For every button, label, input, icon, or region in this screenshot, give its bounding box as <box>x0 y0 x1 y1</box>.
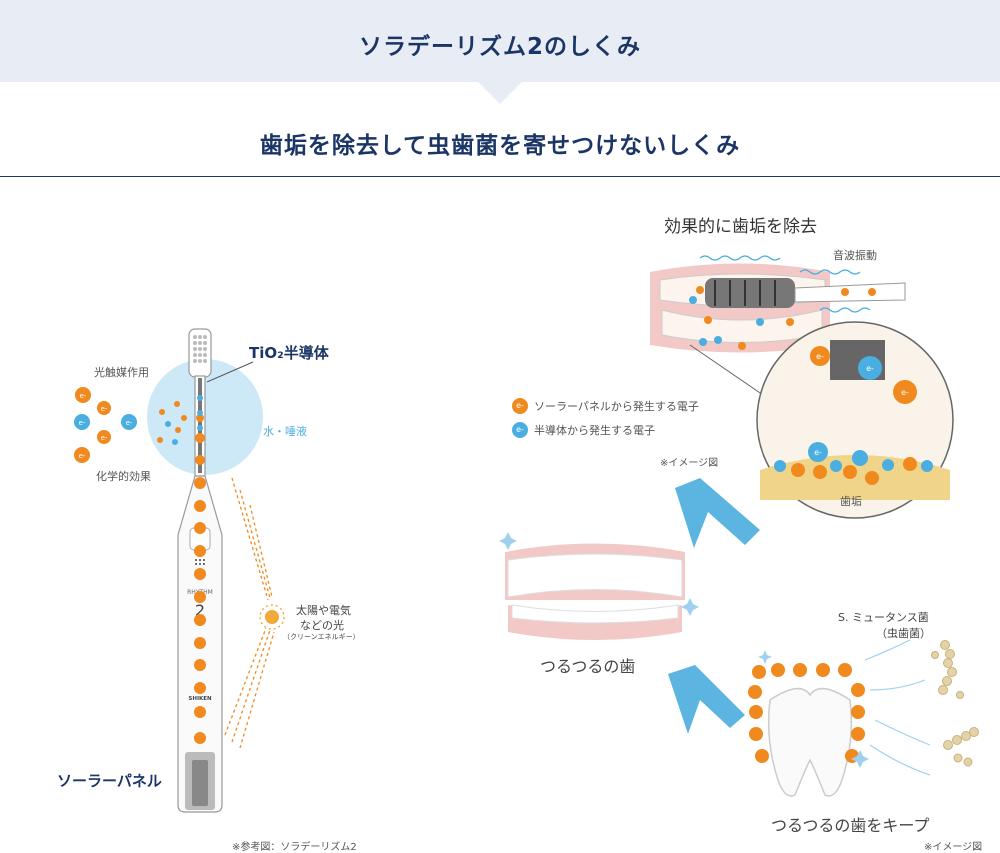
svg-text:e-: e- <box>80 392 87 400</box>
svg-text:e-: e- <box>101 405 108 413</box>
semiconductor-pointer <box>206 361 254 383</box>
legend-semi: e- 半導体から発生する電子 <box>512 422 655 438</box>
toothbrush-illustration: RHYTHM 2 SHIKEN <box>177 328 223 813</box>
photocatalyst-label: 光触媒作用 <box>94 366 149 379</box>
light-label-3: （クリーンエネルギー） <box>283 633 360 641</box>
header-band: ソラデーリズム2のしくみ <box>0 0 1000 82</box>
light-label-2: などの光 <box>300 619 344 632</box>
toothbrush-diagram: RHYTHM 2 SHIKEN e-e-e- e-e-e- <box>74 328 285 813</box>
brush-maker: SHIKEN <box>188 696 212 702</box>
brush-model: 2 <box>195 601 205 620</box>
section-divider <box>0 176 1000 177</box>
light-rays <box>224 477 275 749</box>
svg-text:e-: e- <box>816 352 824 361</box>
legend-solar-label: ソーラーパネルから発生する電子 <box>534 400 699 413</box>
svg-text:e-: e- <box>126 419 133 427</box>
blue-electron-icon: e- <box>512 422 528 438</box>
sun-icon <box>259 604 285 630</box>
tooth-illustration <box>748 650 869 797</box>
electron-bubbles-left: e-e-e- e-e-e- <box>74 387 137 463</box>
effective-removal-title: 効果的に歯垢を除去 <box>664 217 817 237</box>
svg-text:e-: e- <box>866 364 874 373</box>
legend-semi-label: 半導体から発生する電子 <box>534 424 655 437</box>
solar-panel-label: ソーラーパネル <box>57 772 162 790</box>
light-label-1: 太陽や電気 <box>296 604 351 617</box>
image-note-1: ※イメージ図 <box>660 458 719 469</box>
svg-text:e-: e- <box>901 388 909 397</box>
bacteria-illustration <box>864 639 979 776</box>
header-pointer <box>478 82 522 104</box>
smooth-teeth-label: つるつるの歯 <box>540 657 636 676</box>
svg-text:e-: e- <box>79 419 86 427</box>
plaque-zoom-circle: e-e-e-e- <box>689 321 954 519</box>
brush-electrons <box>157 395 206 744</box>
svg-text:e-: e- <box>79 452 86 460</box>
orange-electron-icon: e- <box>512 398 528 414</box>
image-note-2: ※イメージ図 <box>924 842 983 853</box>
smooth-teeth-illustration <box>499 532 699 640</box>
keep-smooth-label: つるつるの歯をキープ <box>771 816 930 835</box>
water-label: 水・唾液 <box>263 425 307 438</box>
chemical-effect-label: 化学的効果 <box>96 470 151 483</box>
arrow-down-2 <box>668 665 745 734</box>
svg-text:e-: e- <box>814 448 822 457</box>
mutans-label: S. ミュータンス菌 <box>838 611 929 624</box>
mutans-sub-label: （虫歯菌） <box>876 627 931 640</box>
reference-note: ※参考図：ソラデーリズム2 <box>232 842 357 853</box>
plaque-label: 歯垢 <box>840 495 862 508</box>
arrow-down-1 <box>675 478 760 548</box>
section-subtitle: 歯垢を除去して虫歯菌を寄せつけないしくみ <box>259 133 741 159</box>
semiconductor-label: TiO₂半導体 <box>249 344 329 362</box>
legend-solar: e- ソーラーパネルから発生する電子 <box>512 398 699 414</box>
svg-text:e-: e- <box>101 434 108 442</box>
sonic-vibration-label: 音波振動 <box>833 249 877 262</box>
teeth-with-brush <box>650 255 906 353</box>
page-title: ソラデーリズム2のしくみ <box>359 34 641 60</box>
mechanism-illustration: e-e-e-e- <box>499 255 979 797</box>
